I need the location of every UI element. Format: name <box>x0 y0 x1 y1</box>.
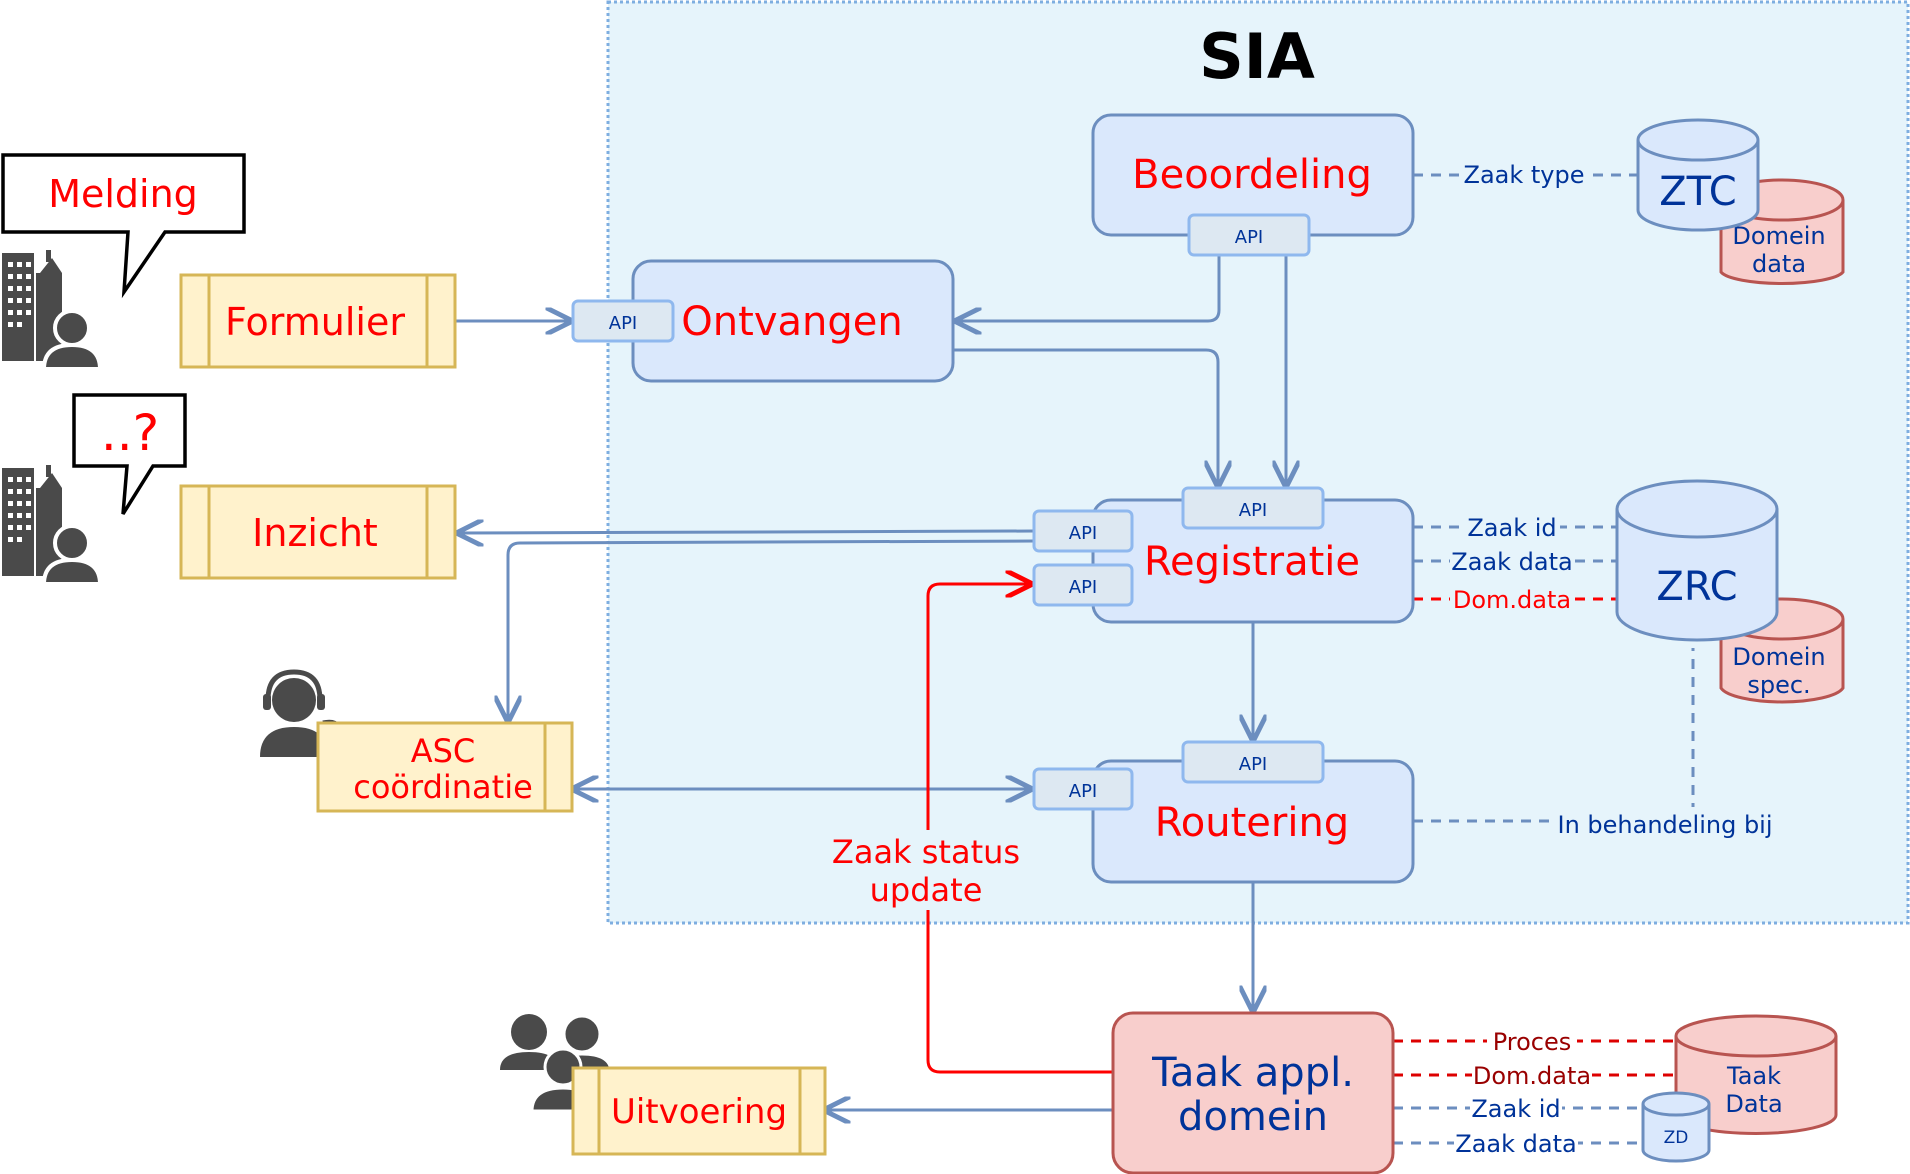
label-taak-dom-data: Dom.data <box>1473 1062 1591 1090</box>
ontvangen-label: Ontvangen <box>681 299 902 345</box>
label-taak-zaak-data: Zaak data <box>1455 1130 1576 1158</box>
uitvoering-app: Uitvoering <box>571 1066 827 1156</box>
beoordeling-label: Beoordeling <box>1132 152 1372 198</box>
ontvangen-component: Ontvangen <box>631 259 955 383</box>
uitvoering-label: Uitvoering <box>611 1092 787 1132</box>
zrc-database: ZRC <box>1615 479 1779 642</box>
svg-text:API: API <box>1239 754 1267 775</box>
api-tag-ontvangen: API <box>571 299 675 343</box>
svg-text:API: API <box>609 313 637 334</box>
registratie-label: Registratie <box>1144 539 1360 585</box>
inzicht-app: Inzicht <box>179 484 457 580</box>
api-tag-routering-left: API <box>1032 767 1134 811</box>
status-update-label-bg <box>830 830 1026 910</box>
citizen2-building-icon <box>2 465 103 586</box>
registratie-component: Registratie <box>1091 498 1415 624</box>
svg-text:API: API <box>1239 500 1267 521</box>
melding-speech-bubble: Melding <box>1 153 246 299</box>
api-tag-beoordeling: API <box>1187 213 1311 257</box>
edge-registratie-asc <box>508 539 1035 720</box>
taak-applicatie-domein: Taak appl. domein <box>1111 1011 1395 1174</box>
edge-ontvangen-registratie <box>953 348 1218 485</box>
inzicht-label: Inzicht <box>252 511 378 555</box>
label-zaak-data: Zaak data <box>1451 548 1572 576</box>
zrc-domein-spec-db: Domein spec. <box>1719 597 1845 704</box>
asc-coordinatie-app: ASC coördinatie <box>316 721 574 813</box>
svg-text:Domein: Domein <box>1732 222 1825 250</box>
zd-database: ZD <box>1641 1091 1711 1163</box>
svg-text:ZD: ZD <box>1664 1128 1689 1148</box>
svg-text:API: API <box>1069 781 1097 802</box>
svg-text:API: API <box>1235 227 1263 248</box>
svg-text:API: API <box>1069 577 1097 598</box>
svg-text:spec.: spec. <box>1747 671 1810 699</box>
asc-label-line2: coördinatie <box>353 768 533 806</box>
sia-title: SIA <box>1199 20 1315 93</box>
ztc-database: ZTC <box>1636 118 1760 232</box>
beoordeling-component: Beoordeling <box>1091 113 1415 237</box>
api-tag-registratie-left2: API <box>1032 563 1134 607</box>
inzicht-speech-bubble: ..? <box>72 393 187 515</box>
status-update-line1: Zaak status <box>832 833 1020 871</box>
melding-bubble-text: Melding <box>48 172 198 216</box>
svg-text:API: API <box>1069 523 1097 544</box>
api-tag-registratie-top: API <box>1181 486 1325 530</box>
api-tag-routering-top: API <box>1181 740 1325 784</box>
label-dom-data: Dom.data <box>1453 586 1571 614</box>
svg-text:Data: Data <box>1725 1090 1782 1118</box>
label-zaak-id: Zaak id <box>1467 514 1556 542</box>
label-taak-zaak-id: Zaak id <box>1471 1095 1560 1123</box>
api-tag-registratie-left1: API <box>1032 509 1134 553</box>
headset-agent-icon <box>260 669 344 757</box>
edge-status-update <box>926 584 1113 1074</box>
svg-text:ZTC: ZTC <box>1659 169 1736 215</box>
label-in-behandeling: In behandeling bij <box>1557 811 1772 839</box>
label-proces: Proces <box>1493 1028 1572 1056</box>
citizen-building-icon <box>2 250 103 371</box>
status-update-line2: update <box>870 871 983 909</box>
edge-beoordeling-ontvangen <box>957 256 1221 321</box>
svg-text:data: data <box>1752 250 1806 278</box>
routering-component: Routering <box>1091 759 1415 884</box>
svg-text:ZRC: ZRC <box>1656 564 1737 610</box>
svg-text:Domein: Domein <box>1732 643 1825 671</box>
taak-data-db: Taak Data <box>1674 1014 1838 1135</box>
inzicht-bubble-text: ..? <box>101 404 159 462</box>
taak-label-line1: Taak appl. <box>1151 1050 1354 1096</box>
edge-registratie-inzicht <box>459 531 1035 533</box>
formulier-app: Formulier <box>179 273 457 369</box>
svg-text:Taak: Taak <box>1726 1062 1781 1090</box>
formulier-label: Formulier <box>225 300 405 344</box>
routering-label: Routering <box>1155 800 1349 846</box>
label-zaak-type: Zaak type <box>1464 161 1585 189</box>
taak-label-line2: domein <box>1178 1094 1328 1140</box>
asc-label-line1: ASC <box>411 732 476 770</box>
link-labels: Zaak type Zaak id Zaak data Dom.data In … <box>1450 160 1781 1158</box>
